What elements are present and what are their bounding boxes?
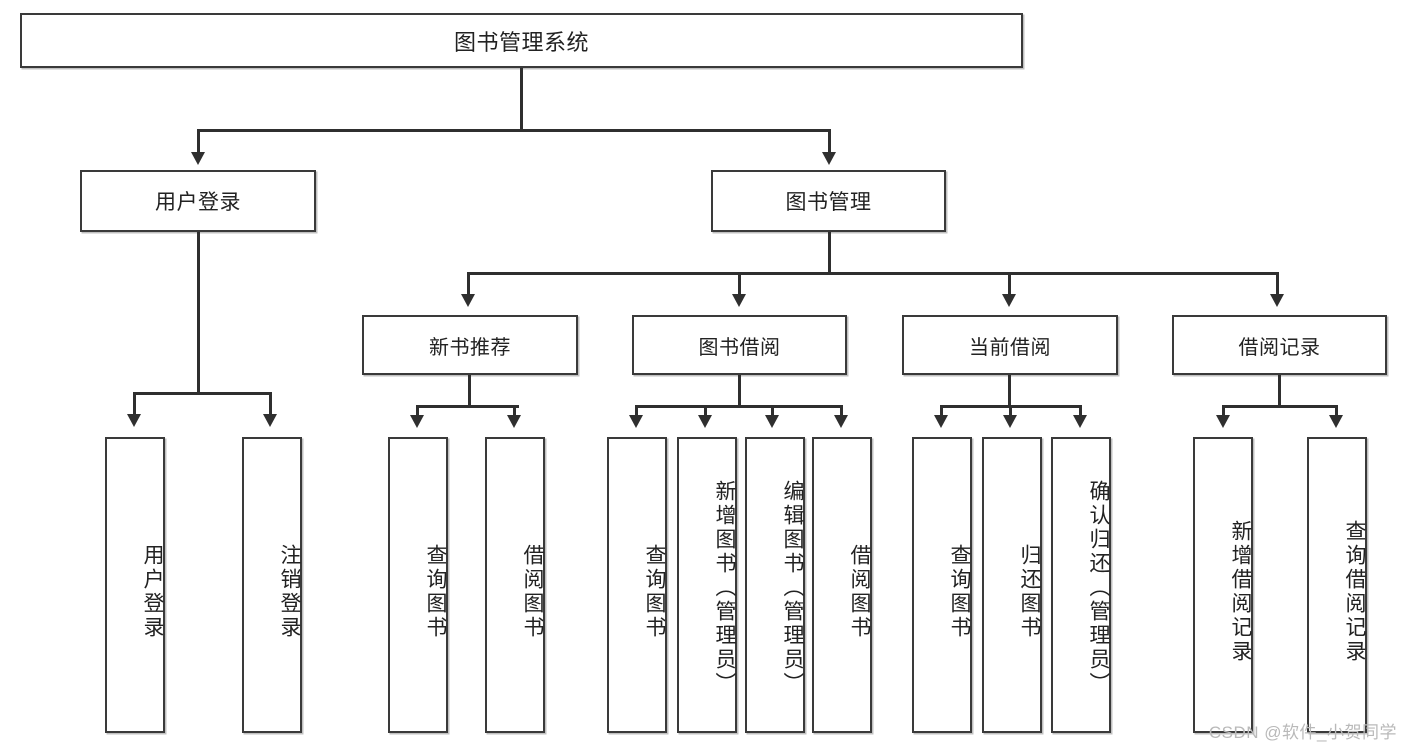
node-borrow-records[interactable]: 借阅记录 [1172,315,1387,375]
leaf-edit-book-admin[interactable]: 编辑图书（管理员） [745,437,805,733]
connector-bookmgmt-stem [828,232,831,274]
leaf-query-book-newbook-label: 查询图书 [424,544,447,640]
connector-bookmgmt-to-borrow [738,272,741,296]
arrowhead-borrow-to-leaf4 [834,415,848,428]
connector-borrow-bus [635,405,843,408]
arrowhead-bookmgmt-to-current [1002,294,1016,307]
leaf-add-book-admin[interactable]: 新增图书（管理员） [677,437,737,733]
connector-records-stem [1278,375,1281,408]
leaf-borrow-book-label: 借阅图书 [848,544,871,640]
connector-login-to-leaf1 [133,392,136,416]
connector-borrow-to-leaf3 [771,405,774,417]
connector-borrow-to-leaf1 [635,405,638,417]
leaf-logout-label: 注销登录 [278,544,301,640]
arrowhead-records-to-leaf1 [1216,415,1230,428]
connector-records-to-leaf2 [1335,405,1338,417]
leaf-borrow-book-newbook-label: 借阅图书 [521,544,544,640]
arrowhead-root-to-bookmgmt [822,152,836,165]
arrowhead-bookmgmt-to-records [1270,294,1284,307]
leaf-logout[interactable]: 注销登录 [242,437,302,733]
leaf-return-book[interactable]: 归还图书 [982,437,1042,733]
connector-newbook-bus [416,405,519,408]
arrowhead-records-to-leaf2 [1329,415,1343,428]
leaf-add-borrow-record[interactable]: 新增借阅记录 [1193,437,1253,733]
arrowhead-root-to-login [191,152,205,165]
node-user-login[interactable]: 用户登录 [80,170,316,232]
leaf-query-borrow-record-label: 查询借阅记录 [1343,520,1366,664]
leaf-borrow-book[interactable]: 借阅图书 [812,437,872,733]
arrowhead-borrow-to-leaf1 [629,415,643,428]
connector-bookmgmt-to-current [1008,272,1011,296]
connector-borrow-to-leaf4 [840,405,843,417]
leaf-return-book-label: 归还图书 [1018,544,1041,640]
arrowhead-newbook-to-leaf2 [507,415,521,428]
connector-root-to-login [197,129,200,155]
connector-root-bus [197,129,831,132]
connector-root-to-bookmgmt [828,129,831,155]
connector-login-stem [197,232,200,395]
connector-records-bus [1222,405,1338,408]
leaf-query-book-borrow-label: 查询图书 [643,544,666,640]
node-root-label: 图书管理系统 [453,29,589,55]
leaf-query-book-borrow[interactable]: 查询图书 [607,437,667,733]
node-root[interactable]: 图书管理系统 [20,13,1023,68]
leaf-edit-book-admin-label: 编辑图书（管理员） [781,480,804,696]
arrowhead-login-to-leaf1 [127,414,141,427]
connector-newbook-to-leaf1 [416,405,419,417]
arrowhead-newbook-to-leaf1 [410,415,424,428]
node-borrow-records-label: 借阅记录 [1238,336,1321,359]
connector-login-bus [133,392,269,395]
node-book-management-label: 图书管理 [785,191,872,214]
arrowhead-login-to-leaf2 [263,414,277,427]
connector-records-to-leaf1 [1222,405,1225,417]
connector-newbook-to-leaf2 [513,405,516,417]
leaf-query-borrow-record[interactable]: 查询借阅记录 [1307,437,1367,733]
node-new-book-recommend[interactable]: 新书推荐 [362,315,578,375]
connector-root-stem [520,68,523,131]
connector-current-stem [1008,375,1011,408]
connector-newbook-stem [468,375,471,408]
leaf-confirm-return-admin[interactable]: 确认归还（管理员） [1051,437,1111,733]
connector-current-to-leaf3 [1079,405,1082,417]
connector-bookmgmt-to-newbook [467,272,470,296]
leaf-add-book-admin-label: 新增图书（管理员） [713,480,736,696]
leaf-query-book-current[interactable]: 查询图书 [912,437,972,733]
arrowhead-bookmgmt-to-newbook [461,294,475,307]
leaf-user-login[interactable]: 用户登录 [105,437,165,733]
leaf-confirm-return-admin-label: 确认归还（管理员） [1087,480,1110,696]
connector-bookmgmt-to-records [1276,272,1279,296]
node-new-book-recommend-label: 新书推荐 [429,336,511,359]
connector-current-to-leaf1 [940,405,943,417]
watermark: CSDN @软件_小贺同学 [1208,723,1397,742]
arrowhead-current-to-leaf3 [1073,415,1087,428]
leaf-user-login-label: 用户登录 [141,544,164,640]
leaf-borrow-book-newbook[interactable]: 借阅图书 [485,437,545,733]
connector-borrow-stem [738,375,741,408]
connector-login-to-leaf2 [269,392,272,416]
node-book-borrow[interactable]: 图书借阅 [632,315,847,375]
arrowhead-bookmgmt-to-borrow [732,294,746,307]
node-book-borrow-label: 图书借阅 [698,336,781,359]
node-current-borrow-label: 当前借阅 [969,336,1051,359]
connector-borrow-to-leaf2 [704,405,707,417]
connector-current-to-leaf2 [1009,405,1012,417]
arrowhead-current-to-leaf1 [934,415,948,428]
leaf-query-book-newbook[interactable]: 查询图书 [388,437,448,733]
node-user-login-label: 用户登录 [155,191,241,214]
leaf-query-book-current-label: 查询图书 [948,544,971,640]
node-current-borrow[interactable]: 当前借阅 [902,315,1118,375]
arrowhead-borrow-to-leaf3 [765,415,779,428]
leaf-add-borrow-record-label: 新增借阅记录 [1229,520,1252,664]
arrowhead-current-to-leaf2 [1003,415,1017,428]
node-book-management[interactable]: 图书管理 [711,170,946,232]
connector-bookmgmt-bus [467,272,1279,275]
arrowhead-borrow-to-leaf2 [698,415,712,428]
